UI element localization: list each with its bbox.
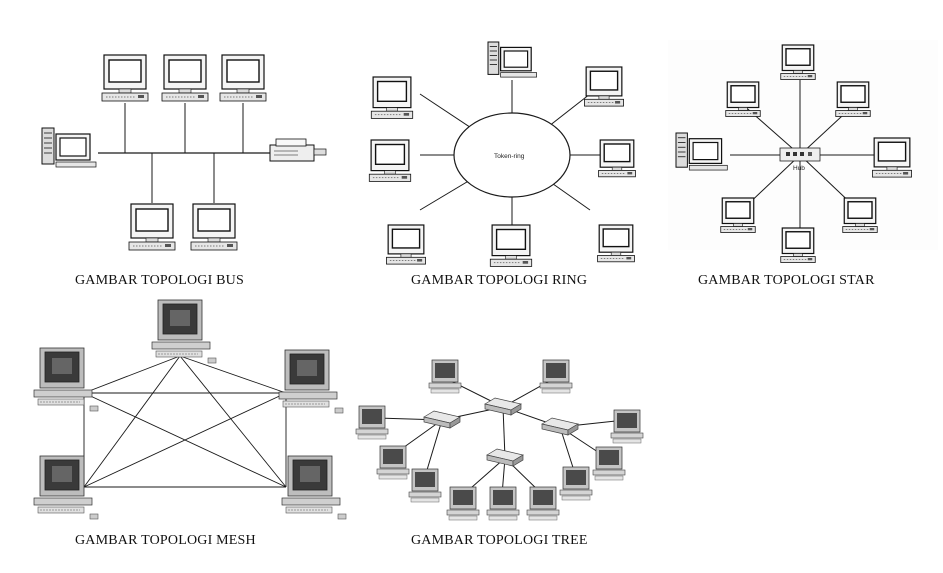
- switch-icon: [484, 397, 522, 416]
- diagram-labels: Token-ring Hub: [453, 112, 821, 198]
- caption-tree: GAMBAR TOPOLOGI TREE: [411, 533, 588, 548]
- tower-computer-icon: [487, 41, 537, 78]
- computer-icon: [598, 139, 636, 178]
- computer-icon: [355, 405, 389, 440]
- computer-icon: [101, 54, 149, 102]
- computer-icon: [780, 227, 816, 263]
- device-icons: [33, 41, 912, 521]
- computer-icon: [161, 54, 209, 102]
- printer-icon: [269, 138, 327, 162]
- computer-icon: [597, 224, 635, 263]
- computer-icon: [446, 486, 480, 521]
- computer-icon: [386, 224, 426, 265]
- network-link: [83, 355, 181, 394]
- computer-icon: [190, 203, 238, 251]
- network-link: [83, 355, 181, 488]
- network-link: [179, 355, 287, 488]
- switch-icon: [423, 410, 461, 429]
- caption-ring: GAMBAR TOPOLOGI RING: [411, 273, 588, 288]
- computer-icon: [151, 299, 217, 364]
- computer-icon: [559, 466, 593, 501]
- computer-icon: [872, 137, 912, 178]
- computer-icon: [281, 455, 347, 520]
- token-ring-label: Token-ring: [494, 153, 525, 160]
- computer-icon: [489, 224, 533, 267]
- computer-icon: [720, 197, 756, 233]
- computer-icon: [486, 486, 520, 521]
- hub-label: Hub: [793, 165, 805, 172]
- computer-icon: [428, 359, 462, 394]
- computer-icon: [835, 81, 871, 117]
- computer-icon: [370, 76, 414, 119]
- token-ring: [453, 112, 571, 198]
- computer-icon: [725, 81, 761, 117]
- computer-icon: [128, 203, 176, 251]
- computer-icon: [376, 445, 410, 480]
- computer-icon: [33, 347, 99, 412]
- caption-mesh: GAMBAR TOPOLOGI MESH: [75, 533, 256, 548]
- caption-star: GAMBAR TOPOLOGI STAR: [698, 273, 875, 288]
- computer-icon: [842, 197, 878, 233]
- caption-bus: GAMBAR TOPOLOGI BUS: [75, 273, 244, 288]
- computer-icon: [33, 455, 99, 520]
- computer-icon: [526, 486, 560, 521]
- hub-device: [779, 147, 821, 162]
- computer-icon: [219, 54, 267, 102]
- switch-icon: [486, 448, 524, 467]
- network-link: [179, 355, 287, 394]
- computer-icon: [592, 446, 626, 481]
- computer-icon: [408, 468, 442, 503]
- computer-icon: [539, 359, 573, 394]
- computer-icon: [278, 349, 344, 414]
- computer-icon: [368, 139, 412, 182]
- network-link: [502, 406, 506, 459]
- tower-computer-icon: [675, 132, 728, 171]
- computer-icon: [584, 66, 624, 107]
- computer-icon: [610, 409, 644, 444]
- tower-computer-icon: [41, 127, 97, 168]
- network-link: [83, 392, 287, 488]
- computer-icon: [780, 44, 816, 80]
- switch-icon: [541, 417, 579, 436]
